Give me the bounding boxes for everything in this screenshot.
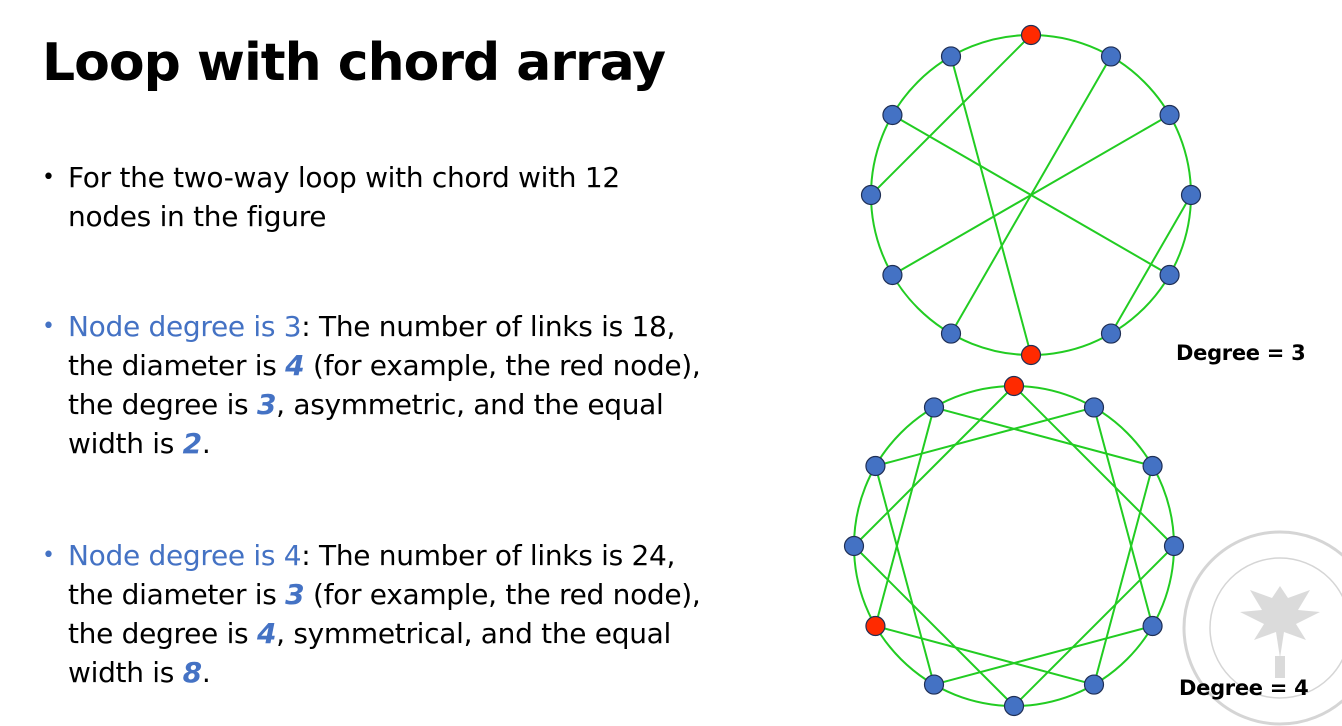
degree-3-node [1159,264,1180,286]
degree-4-ring-graph [843,375,1185,717]
zhejiang-university-seal-icon [1182,530,1342,726]
degree-4-chord-edge [1013,545,1175,707]
degree-3-node [1100,323,1122,344]
degree-4-node [1083,397,1105,418]
intro-line-1: For the two-way loop with chord with 12 [68,161,620,194]
bullet-dot: • [42,314,55,339]
degree-4-chord-edge [875,625,1095,686]
degree-3-node [940,46,962,67]
degree-3-chord-edge [950,56,1032,356]
degree-3-red-node [1020,344,1042,366]
degree-4-example-text: (for example, the red node), [304,578,701,611]
degree-4-width-text: width is [68,656,183,689]
degree-4-symmetry-text: , symmetrical, and the equal [276,617,671,650]
degree-4-node [1142,455,1163,477]
intro-line-2: nodes in the figure [68,200,327,233]
slide-title: Loop with chord array [42,33,666,93]
degree-4-node [843,535,865,557]
degree-3-node [860,184,882,206]
degree-3-chord-edge [891,114,1171,276]
degree-4-period: . [201,656,211,689]
bullet-item-degree-4: • Node degree is 4: The number of links … [42,536,762,692]
degree-4-node [1142,615,1163,637]
degree-4-chord-edge [933,406,1153,467]
degree-4-node [923,397,945,418]
degree-3-symmetry-text: , asymmetric, and the equal [276,388,664,421]
degree-3-diameter-text: the diameter is [68,349,286,382]
degree-4-chord-edge [853,545,1015,707]
degree-3-label: Degree = 3 [1176,341,1306,365]
degree-4-width-value: 8 [182,656,202,689]
degree-3-chord-edge [870,34,1032,196]
bullet-dot: • [42,165,55,190]
degree-4-diameter-value: 3 [285,578,305,611]
degree-4-chord-edge [853,385,1015,547]
degree-3-diameter-value: 4 [285,349,305,382]
degree-4-node [923,674,945,695]
degree-4-chord-edge [874,465,935,685]
degree-3-period: . [201,427,211,460]
degree-3-highlight: Node degree is 3 [68,310,302,343]
degree-4-label: Degree = 4 [1179,676,1309,700]
degree-4-highlight: Node degree is 4 [68,539,302,572]
degree-3-degree-value: 3 [256,388,277,421]
degree-4-degree-value: 4 [256,617,277,650]
degree-3-red-node [1020,24,1042,46]
degree-4-ring-edge [853,385,1175,707]
degree-4-chord-edge [1093,465,1154,685]
degree-4-node [1083,674,1105,695]
degree-3-example-text: (for example, the red node), [304,349,701,382]
degree-4-red-node [1003,375,1025,397]
degree-4-degree-text: the degree is [68,617,257,650]
degree-3-node [882,264,903,286]
degree-3-node [1100,46,1122,67]
degree-4-chord-edge [1013,385,1175,547]
bullet-item-degree-3: • Node degree is 3: The number of links … [42,307,762,463]
degree-3-width-text: width is [68,427,183,460]
degree-4-node [1163,535,1185,557]
degree-4-chord-edge [875,406,1095,467]
bullet-item-intro: • For the two-way loop with chord with 1… [42,158,762,236]
degree-3-node [1159,104,1180,126]
degree-4-chord-edge [1093,407,1154,627]
degree-3-node [882,104,903,126]
degree-3-degree-text: the degree is [68,388,257,421]
degree-3-node [1180,184,1202,206]
degree-3-links-text: : The number of links is 18, [301,310,676,343]
degree-3-node [940,323,962,344]
degree-4-chord-edge [933,625,1153,686]
degree-3-ring-graph [860,24,1202,366]
bullet-dot: • [42,543,55,568]
degree-4-node [1003,695,1025,717]
degree-4-chord-edge [874,407,935,627]
degree-4-diameter-text: the diameter is [68,578,286,611]
degree-4-red-node [865,615,886,637]
degree-4-links-text: : The number of links is 24, [301,539,676,572]
degree-4-node [865,455,886,477]
degree-3-width-value: 2 [182,427,202,460]
